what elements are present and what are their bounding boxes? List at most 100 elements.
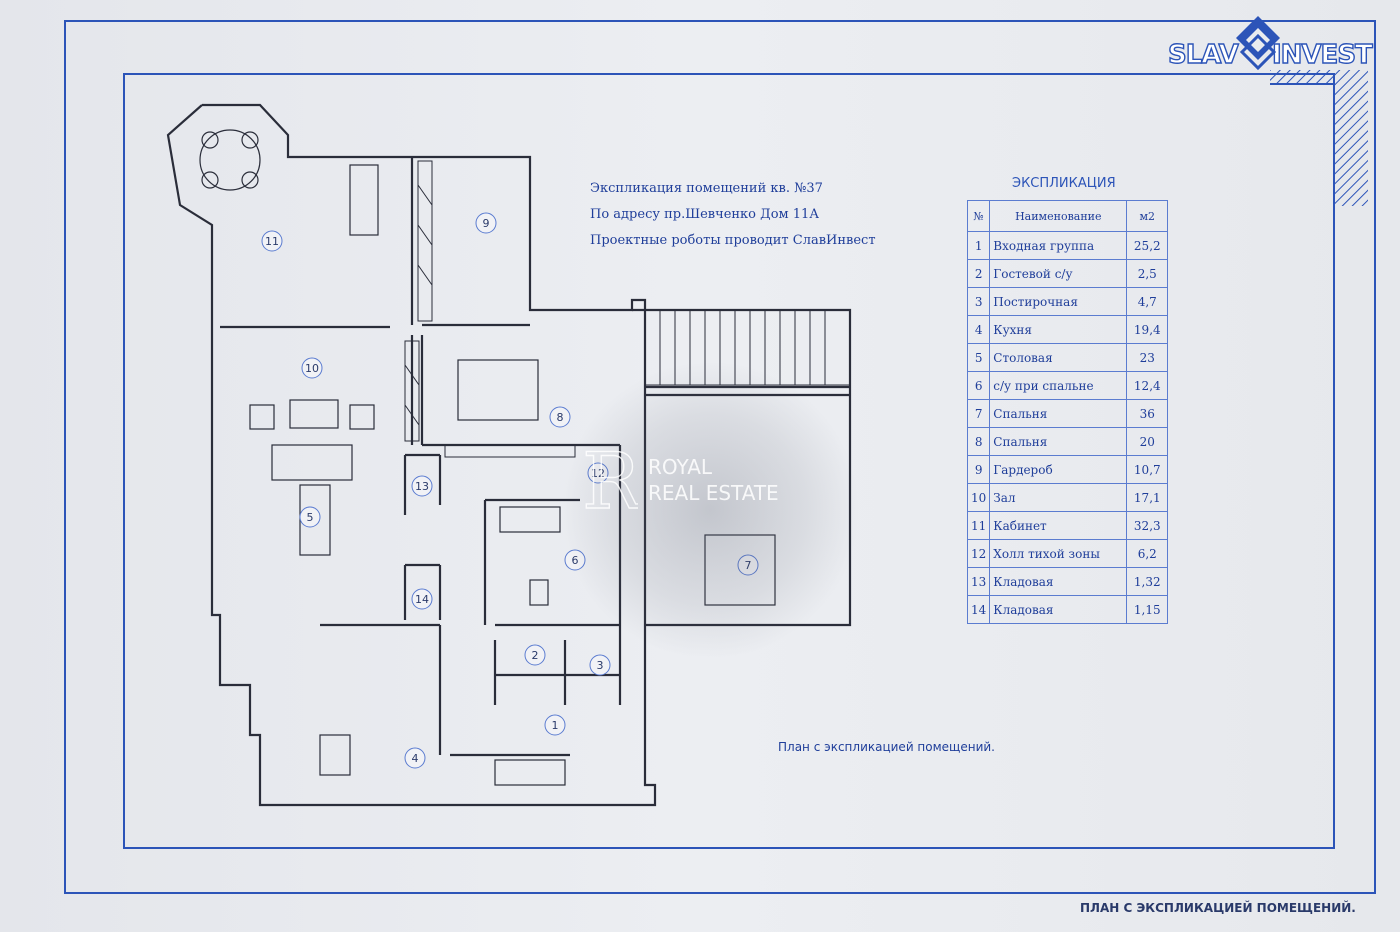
- cell-no: 10: [966, 483, 991, 512]
- cell-area: 2,5: [1126, 259, 1169, 288]
- cell-no: 14: [966, 595, 991, 624]
- room-markers: [261, 212, 759, 769]
- cell-no: 1: [966, 231, 991, 260]
- room-marker: [524, 644, 546, 666]
- cell-area: 23: [1126, 343, 1169, 372]
- cell-no: 9: [966, 455, 991, 484]
- room-marker: [564, 549, 586, 571]
- furniture: [199, 129, 776, 786]
- cell-name: Постирочная: [989, 287, 1128, 316]
- cell-area: 10,7: [1126, 455, 1169, 484]
- cell-no: 3: [966, 287, 991, 316]
- cell-area: 1,15: [1126, 595, 1169, 624]
- info-contractor: Проектные роботы проводит СлавИнвест: [590, 233, 876, 248]
- royal-monogram-icon: R: [581, 440, 638, 520]
- room-marker: [589, 654, 611, 676]
- cell-name: Столовая: [989, 343, 1128, 372]
- cell-area: 32,3: [1126, 511, 1169, 540]
- room-number: 12: [591, 467, 605, 480]
- room-number: 9: [483, 217, 490, 230]
- cell-name: Спальня: [989, 399, 1128, 428]
- cell-name: Спальня: [989, 427, 1128, 456]
- project-info: Экспликация помещений кв. №37 По адресу …: [590, 176, 876, 254]
- cell-area: 25,2: [1126, 231, 1169, 260]
- cell-name: с/у при спальне: [989, 371, 1128, 400]
- room-marker: [544, 714, 566, 736]
- cell-area: 36: [1126, 399, 1169, 428]
- inner-frame: [123, 73, 1335, 849]
- cell-no: 5: [966, 343, 991, 372]
- explication-title: ЭКСПЛИКАЦИЯ: [1012, 176, 1116, 191]
- cell-area: 17,1: [1126, 483, 1169, 512]
- cell-no: 6: [966, 371, 991, 400]
- cell-no: 13: [966, 567, 991, 596]
- cell-no: 4: [966, 315, 991, 344]
- sheet-caption: ПЛАН С ЭКСПЛИКАЦИЕЙ ПОМЕЩЕНИЙ.: [1080, 901, 1356, 915]
- room-marker: [737, 554, 759, 576]
- outer-frame: [64, 20, 1376, 894]
- room-number: 11: [265, 235, 279, 248]
- logo-right-text: INVEST: [1271, 39, 1373, 70]
- room-number: 13: [415, 480, 429, 493]
- room-marker: [299, 506, 321, 528]
- room-marker: [587, 462, 609, 484]
- room-number: 10: [305, 362, 319, 375]
- plan-caption: План с экспликацией помещений.: [778, 740, 995, 754]
- cell-name: Кухня: [989, 315, 1128, 344]
- logo-diamond-icon: [1236, 16, 1280, 71]
- cell-no: 7: [966, 399, 991, 428]
- cell-no: 12: [966, 539, 991, 568]
- room-number: 5: [307, 511, 314, 524]
- watermark-line2: REAL ESTATE: [648, 481, 779, 505]
- cell-name: Гардероб: [989, 455, 1128, 484]
- cell-name: Гостевой с/у: [989, 259, 1128, 288]
- cell-name: Кладовая: [989, 567, 1128, 596]
- room-marker: [549, 406, 571, 428]
- room-marker: [301, 357, 323, 379]
- royal-real-estate-watermark: R ROYAL REAL ESTATE: [578, 440, 779, 520]
- room-marker: [411, 475, 433, 497]
- room-marker: [411, 588, 433, 610]
- room-marker: [475, 212, 497, 234]
- wardrobe-shelving: [404, 160, 851, 458]
- monogram-letter: R: [582, 440, 638, 520]
- info-address: По адресу пр.Шевченко Дом 11А: [590, 207, 820, 222]
- room-marker: [261, 230, 283, 252]
- room-number: 3: [597, 659, 604, 672]
- cell-name: Зал: [989, 483, 1128, 512]
- cell-area: 1,32: [1126, 567, 1169, 596]
- header-name: Наименование: [989, 200, 1128, 232]
- cell-name: Холл тихой зоны: [989, 539, 1128, 568]
- logo-left-text: SLAV: [1167, 39, 1239, 70]
- cell-area: 20: [1126, 427, 1169, 456]
- room-number: 1: [552, 719, 559, 732]
- cell-name: Кабинет: [989, 511, 1128, 540]
- slavinvest-logo: SLAV INVEST: [1167, 39, 1373, 70]
- room-number: 4: [412, 752, 419, 765]
- room-marker: [404, 747, 426, 769]
- table-header-row: № Наименование м2: [966, 200, 1169, 232]
- room-number: 14: [415, 593, 429, 606]
- cell-area: 12,4: [1126, 371, 1169, 400]
- cell-name: Входная группа: [989, 231, 1128, 260]
- cell-area: 19,4: [1126, 315, 1169, 344]
- room-number: 8: [557, 411, 564, 424]
- header-area: м2: [1126, 200, 1169, 232]
- info-apartment: Экспликация помещений кв. №37: [590, 181, 823, 196]
- cell-no: 2: [966, 259, 991, 288]
- header-no: №: [966, 200, 991, 232]
